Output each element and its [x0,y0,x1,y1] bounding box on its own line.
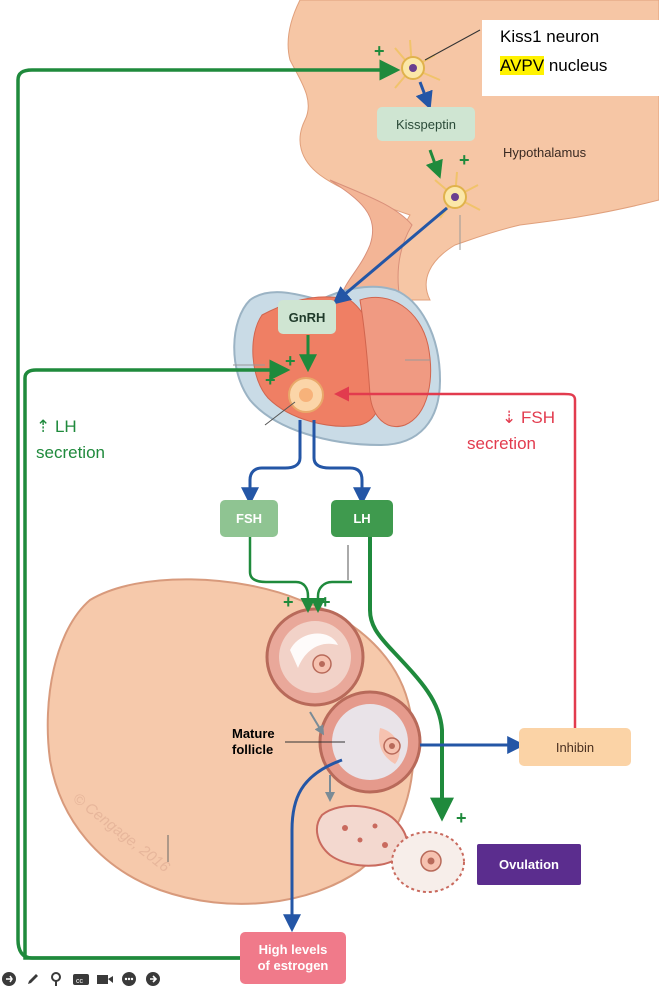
plus-kiss1: + [374,41,385,61]
gonadotroph-cell [288,377,324,413]
lh-secretion-label-1: ⇡ LH [36,417,77,436]
follicle-to-estrogen-arrow [283,758,343,933]
lh-box: LH [331,500,393,537]
share-icon[interactable] [0,970,18,988]
ovulation-box: Ovulation [477,844,581,885]
gnrh-neuron-axon-arrow [332,206,448,305]
plus-lh-follicle: + [320,592,331,612]
pituitary-to-fsh-arrow [241,420,302,506]
search-icon[interactable] [48,970,66,988]
avpv-nucleus-label: AVPV nucleus [500,56,607,76]
kiss1-neuron [394,39,441,89]
cell-pointer [264,401,296,426]
svg-text:cc: cc [76,978,84,985]
mature-follicle [318,690,422,794]
plus-ovulation: + [456,808,467,828]
gnrh-box: GnRH [278,300,336,334]
plus-fsh-follicle: + [283,592,294,612]
fsh-secretion-label-1: ⇣ FSH [502,408,555,427]
estrogen-label-2: of estrogen [257,958,329,973]
pituitary-to-lh-arrow [312,420,371,506]
lh-secretion-label-2: secretion [36,443,105,462]
mature-follicle-label-1: Mature [232,726,275,741]
more-icon[interactable] [120,970,138,988]
lh-to-ovulation-arrow [368,537,454,822]
hypothalamus-label: Hypothalamus [503,145,587,160]
gnrh-neuron [434,171,481,219]
camera-icon[interactable] [96,970,114,988]
plus-gnrh-neuron: + [459,150,470,170]
kisspeptin-to-gnrh-arrow [425,149,443,179]
fsh-to-follicle-arrow [248,537,316,613]
kiss1-pointer-line [424,29,481,61]
estrogen-box: High levels of estrogen [240,932,346,984]
fsh-box: FSH [220,500,278,537]
kiss1-to-kisspeptin-arrow [415,81,433,110]
primary-follicle [265,607,365,707]
nucleus-text: nucleus [544,56,608,75]
plus-gnrh-cell: + [285,351,296,371]
inhibin-box: Inhibin [519,728,631,766]
fsh-secretion-label-2: secretion [467,434,536,453]
ovulated-oocyte [391,831,465,893]
mature-follicle-label-2: follicle [232,742,274,757]
pen-icon[interactable] [24,970,42,988]
lh-to-follicle-arrow [310,580,352,613]
estrogen-to-pituitary-arrow [23,359,291,960]
forward-icon[interactable] [144,970,162,988]
kiss1-neuron-label: Kiss1 neuron [500,27,600,46]
avpv-highlight: AVPV [500,56,545,75]
inhibin-to-pituitary-arrow [334,386,577,728]
follicle-development-arrow-1 [309,711,325,736]
plus-estrogen-cell: + [265,370,276,390]
captions-icon[interactable]: cc [72,970,90,988]
estrogen-label-1: High levels [258,942,328,957]
media-toolbar: cc [0,966,162,991]
kisspeptin-box: Kisspeptin [377,107,475,141]
